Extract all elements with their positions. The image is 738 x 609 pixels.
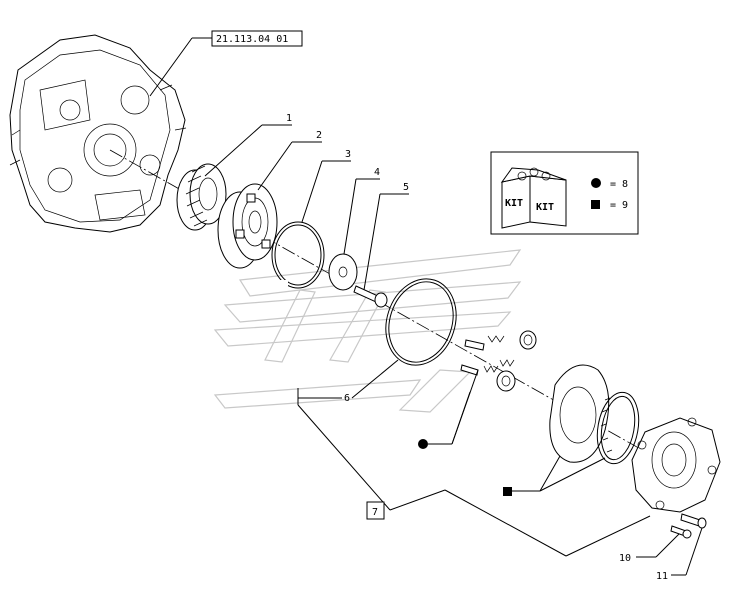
part-9-friction-disc <box>549 364 610 463</box>
part-1-bearing <box>176 163 227 231</box>
kit-label-left: KIT <box>505 198 523 209</box>
legend-square-value: = 9 <box>610 200 628 211</box>
svg-text:5: 5 <box>403 182 409 193</box>
transmission-housing <box>9 34 187 233</box>
marker-square-leader <box>503 455 606 496</box>
part-9-spring-washer <box>596 391 640 465</box>
legend-circle-value: = 8 <box>610 179 628 190</box>
callout-3: 3 <box>301 149 351 223</box>
part-4-washer <box>328 253 358 291</box>
svg-text:1: 1 <box>286 113 292 124</box>
kit-legend-box: KIT KIT = 8 = 9 <box>490 151 639 235</box>
callout-1: 1 <box>204 113 292 177</box>
part-5-bolt <box>353 285 388 308</box>
callout-4: 4 <box>343 167 380 255</box>
callout-10: 10 <box>619 533 680 564</box>
reference-label: 21.113.04 01 <box>149 30 303 97</box>
filled-square-icon <box>591 200 600 209</box>
callout-11: 11 <box>656 527 703 582</box>
callout-2: 2 <box>257 130 322 191</box>
svg-text:11: 11 <box>656 571 668 582</box>
part-10-bolt <box>670 525 692 539</box>
kit-label-right: KIT <box>536 202 554 213</box>
part-3-snap-ring <box>271 221 325 289</box>
callout-6: 7 <box>297 404 651 557</box>
svg-text:2: 2 <box>316 130 322 141</box>
svg-text:3: 3 <box>345 149 351 160</box>
part-11-bolt <box>680 513 707 529</box>
kit-box-icon: KIT KIT <box>500 167 567 229</box>
reference-number: 21.113.04 01 <box>216 34 288 45</box>
callout-5: 5 <box>363 182 409 291</box>
part-7-o-ring <box>385 278 457 366</box>
part-2-hub <box>217 183 278 269</box>
callout-7: 6 <box>297 359 399 405</box>
svg-text:4: 4 <box>374 167 380 178</box>
part-8-small-hardware <box>460 330 537 392</box>
marker-circle-leader <box>418 369 479 449</box>
end-cover <box>631 417 721 513</box>
watermark-logo <box>213 249 522 413</box>
svg-text:7: 7 <box>372 507 378 518</box>
filled-circle-icon <box>591 178 601 188</box>
svg-text:10: 10 <box>619 553 631 564</box>
svg-text:6: 6 <box>344 393 350 404</box>
